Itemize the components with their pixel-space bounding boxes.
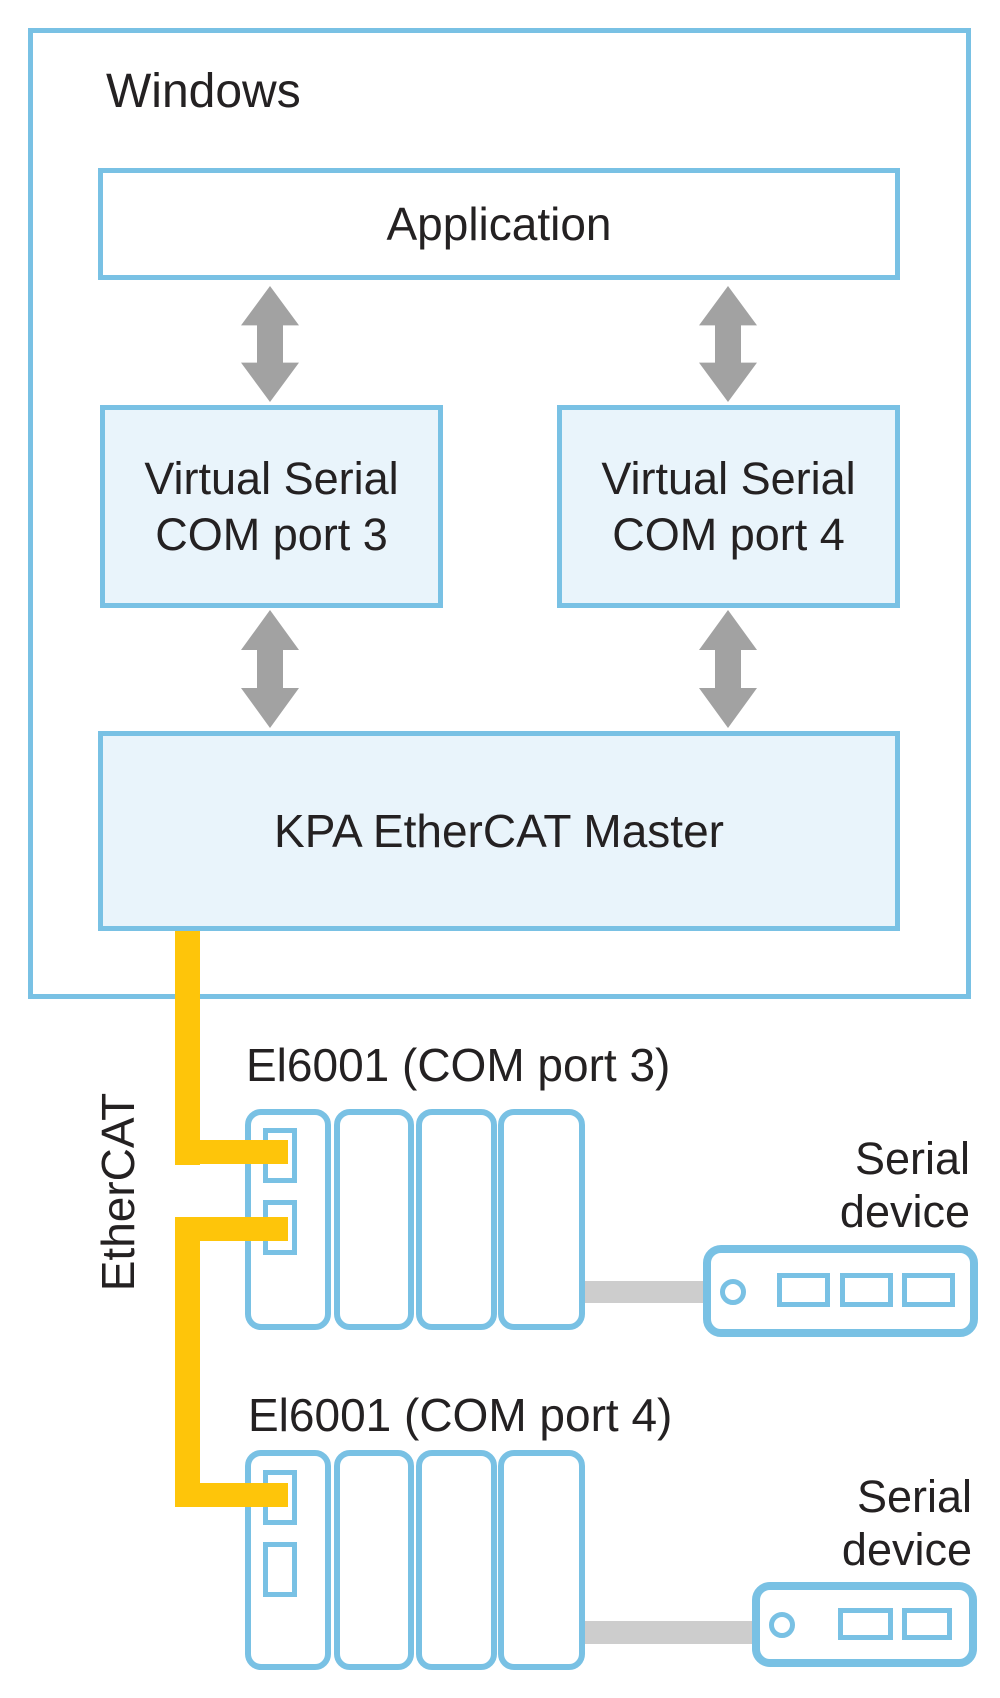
ethercat-bus-label: EtherCAT	[92, 1092, 144, 1292]
virtual-serial-com3-line2: COM port 3	[155, 508, 388, 560]
terminal-slice	[416, 1109, 497, 1330]
terminal2-label: El6001 (COM port 4)	[248, 1389, 673, 1441]
device-led-indicator	[769, 1612, 795, 1638]
serial-device2-label: Serial device	[842, 1470, 972, 1576]
serial-cable	[585, 1621, 755, 1644]
device-port-slot	[840, 1273, 893, 1307]
device-port-slot	[838, 1608, 893, 1640]
virtual-serial-com3-box: Virtual Serial COM port 3	[100, 405, 443, 608]
ethercat-cable-trunk-1	[175, 931, 200, 1165]
device-port-slot	[777, 1273, 830, 1307]
serial-cable	[585, 1281, 707, 1303]
serial-device1-label: Serial device	[840, 1132, 970, 1238]
kpa-ethercat-master-box: KPA EtherCAT Master	[98, 731, 900, 931]
terminal-slice	[334, 1109, 414, 1330]
application-box: Application	[98, 168, 900, 280]
ethercat-cable-in-terminal1	[175, 1140, 288, 1164]
serial-device2-label-line2: device	[841, 1524, 972, 1575]
double-arrow-icon	[241, 610, 299, 728]
virtual-serial-com4-box: Virtual Serial COM port 4	[557, 405, 900, 608]
device-led-indicator	[720, 1279, 746, 1305]
double-arrow-icon	[241, 286, 299, 402]
device-port-slot	[902, 1273, 955, 1307]
serial-device1-label-line2: device	[839, 1186, 970, 1237]
serial-device1-label-line1: Serial	[854, 1133, 970, 1184]
ethercat-port-connector	[263, 1542, 297, 1597]
terminal-slice	[334, 1450, 414, 1670]
serial-device2-label-line1: Serial	[856, 1471, 972, 1522]
terminal-slice	[498, 1109, 585, 1330]
virtual-serial-com4-line2: COM port 4	[612, 508, 845, 560]
application-label: Application	[386, 198, 612, 250]
virtual-serial-com3-line1: Virtual Serial	[144, 452, 399, 504]
windows-label: Windows	[106, 65, 301, 118]
ethercat-cable-trunk-2	[175, 1217, 200, 1507]
double-arrow-icon	[699, 610, 757, 728]
virtual-serial-com4-line1: Virtual Serial	[601, 452, 856, 504]
ethercat-cable-in-terminal2	[175, 1483, 288, 1507]
double-arrow-icon	[699, 286, 757, 402]
terminal-slice	[416, 1450, 497, 1670]
device-port-slot	[902, 1608, 952, 1640]
terminal-slice	[498, 1450, 585, 1670]
kpa-ethercat-master-label: KPA EtherCAT Master	[274, 805, 724, 857]
terminal1-label: El6001 (COM port 3)	[246, 1039, 671, 1091]
